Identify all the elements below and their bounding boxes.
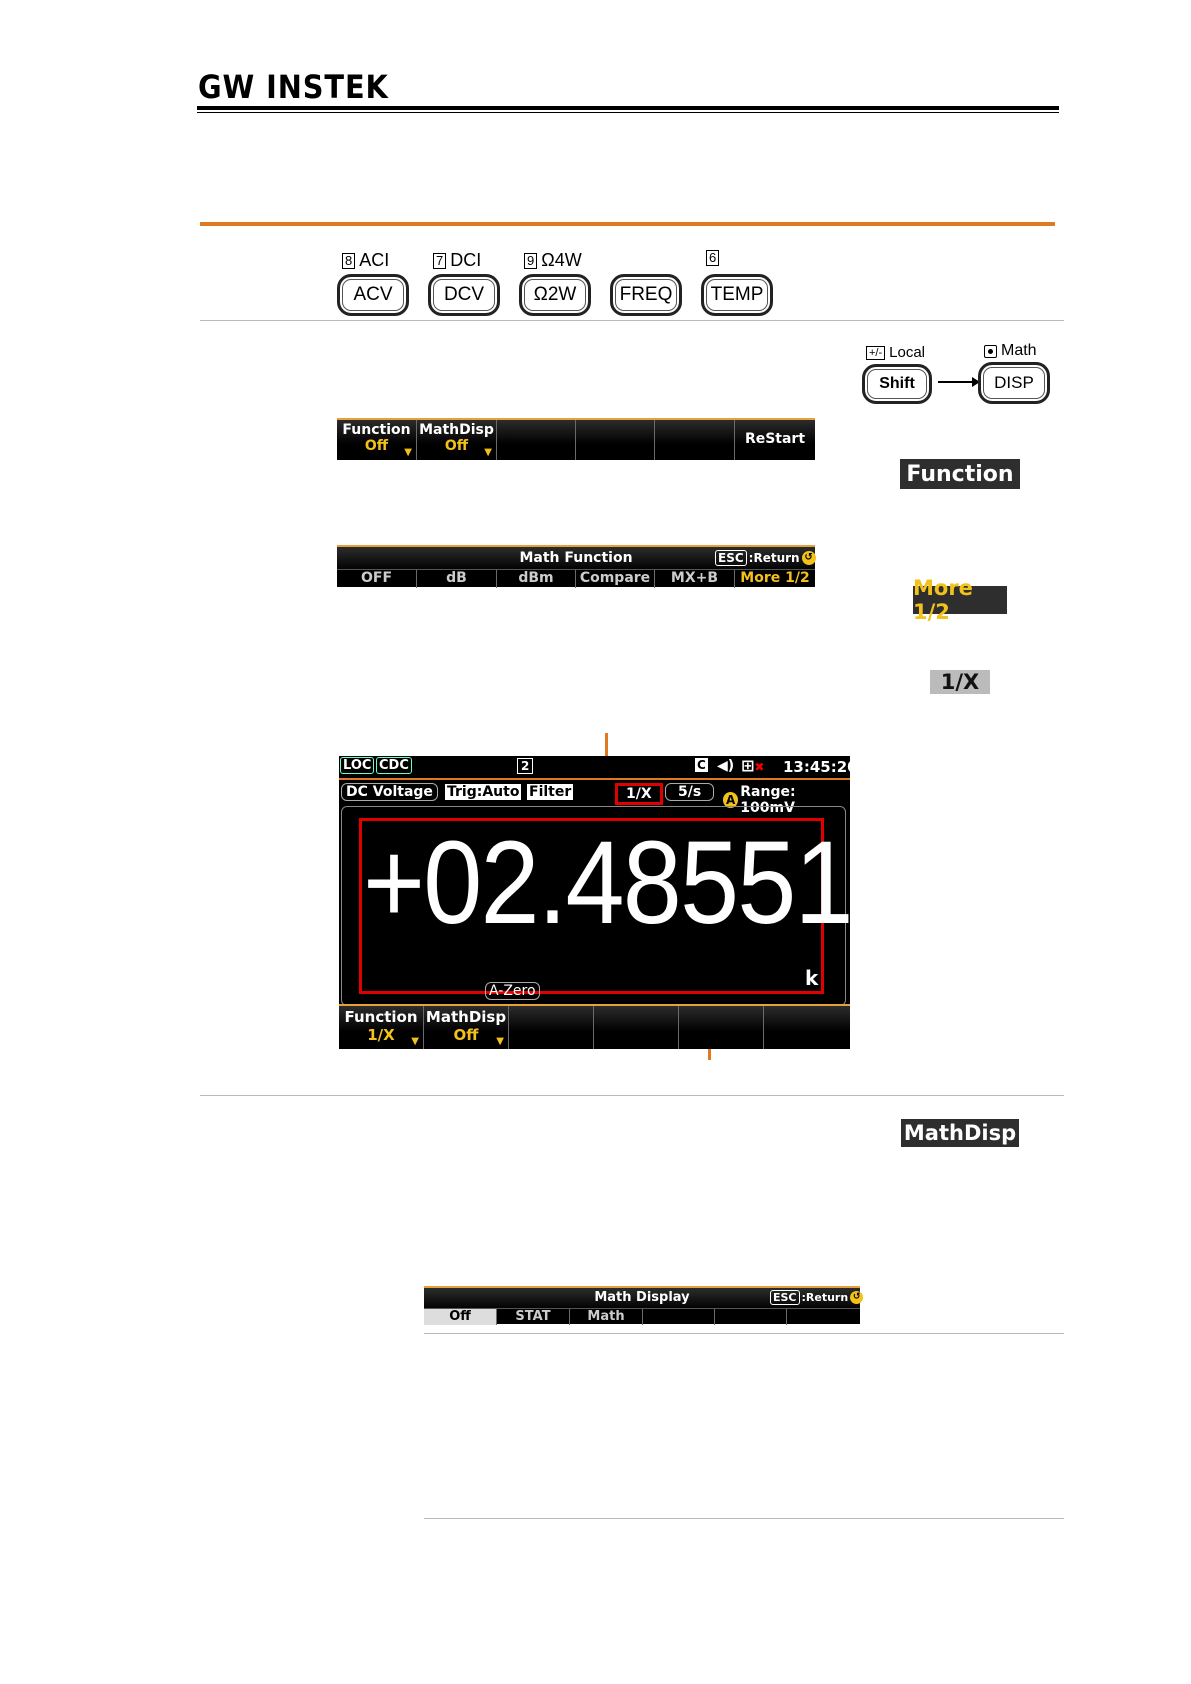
option-math[interactable]: Math — [570, 1309, 643, 1325]
option-empty[interactable] — [715, 1309, 787, 1325]
callout-line — [605, 733, 608, 777]
unit-prefix: k — [805, 966, 819, 990]
header-rule-thin — [197, 112, 1059, 113]
double-chevron-down-icon: ▼ — [484, 447, 492, 458]
option-compare[interactable]: Compare — [576, 570, 655, 588]
softkey-empty[interactable] — [679, 1006, 764, 1049]
network-icon: ⊞✖ — [741, 756, 765, 775]
math-label: Math — [984, 342, 1037, 360]
divider — [424, 1518, 1064, 1519]
trig-indicator: Trig:Auto — [445, 784, 522, 800]
plus-minus-icon: +/- — [866, 345, 886, 360]
softkey-empty[interactable] — [655, 420, 735, 460]
softkey-empty[interactable] — [509, 1006, 594, 1049]
option-stat[interactable]: STAT — [497, 1309, 570, 1325]
header-rule — [197, 106, 1059, 110]
softkey-empty[interactable] — [764, 1006, 850, 1049]
clock-time: 13:45:20 — [783, 758, 858, 776]
math-display-title: Math Display — [594, 1290, 690, 1305]
mode-label: DC Voltage — [341, 783, 438, 801]
circle-dot-icon — [984, 344, 997, 358]
function-softkey-icon: Function — [900, 459, 1020, 489]
filter-indicator: Filter — [527, 784, 574, 800]
softkey-empty[interactable] — [497, 420, 576, 460]
option-db[interactable]: dB — [417, 570, 497, 588]
acv-key[interactable]: ACV — [337, 274, 409, 316]
softkey-empty[interactable] — [594, 1006, 679, 1049]
math-display-bar: Math Display ESC :Return ↺ Off STAT Math — [424, 1286, 864, 1325]
math-options-row: OFF dB dBm Compare MX+B More 1/2 — [337, 569, 815, 588]
option-off[interactable]: Off — [424, 1309, 497, 1325]
more-softkey-icon: More 1/2 — [913, 576, 1007, 624]
c-icon: C — [695, 758, 708, 772]
esc-return: ESC :Return ↺ — [770, 1290, 864, 1305]
option-mxb[interactable]: MX+B — [655, 570, 735, 588]
option-more[interactable]: More 1/2 — [740, 570, 810, 586]
section-rule — [200, 222, 1055, 226]
math-function-title: Math Function — [519, 550, 633, 566]
softkey-mathdisp[interactable]: MathDisp Off ▼ — [417, 420, 497, 460]
status-divider — [339, 778, 850, 780]
return-arrow-icon: ↺ — [850, 1291, 864, 1304]
divider — [424, 1333, 1064, 1334]
auto-range-icon: A — [723, 792, 739, 808]
shift-key[interactable]: Shift — [862, 364, 932, 404]
main-reading: +02.48551 — [363, 817, 854, 949]
softkey-function[interactable]: Function Off ▼ — [337, 420, 417, 460]
key-shift-label-6: 6 — [706, 250, 720, 266]
option-empty[interactable] — [643, 1309, 715, 1325]
meter-display: LOC CDC 2 C ◀) ⊞✖ 13:45:20 DC Voltage Tr… — [339, 756, 858, 1049]
divider — [200, 1095, 1064, 1096]
highlight-box — [359, 818, 824, 994]
dcv-key[interactable]: DCV — [428, 274, 500, 316]
double-chevron-down-icon: ▼ — [404, 447, 412, 458]
divider — [200, 320, 1064, 321]
double-chevron-down-icon: ▼ — [496, 1036, 504, 1047]
math-display-options: Off STAT Math — [424, 1308, 860, 1325]
double-chevron-down-icon: ▼ — [411, 1036, 419, 1047]
screen-softkey-bar: Function 1/X ▼ MathDisp Off ▼ — [339, 1004, 850, 1049]
softkey-mathdisp[interactable]: MathDisp Off ▼ — [424, 1006, 509, 1049]
local-label: +/- Local — [866, 344, 925, 361]
softkey-bar-main: Function Off ▼ MathDisp Off ▼ ReStart — [337, 418, 815, 460]
range-indicator: A Range: 100mV — [723, 784, 850, 816]
ohm-2w-key[interactable]: Ω2W — [519, 274, 591, 316]
cdc-indicator: CDC — [376, 757, 412, 774]
math-function-bar: Math Function ESC :Return ↺ OFF dB dBm C… — [337, 545, 816, 588]
arrow-right-icon — [938, 375, 980, 393]
slot-indicator: 2 — [517, 758, 534, 774]
disp-key[interactable]: DISP — [978, 362, 1050, 404]
option-dbm[interactable]: dBm — [497, 570, 576, 588]
invx-softkey-icon: 1/X — [930, 670, 990, 694]
mathdisp-softkey-icon: MathDisp — [901, 1119, 1019, 1147]
freq-key[interactable]: FREQ — [610, 274, 682, 316]
math-indicator: 1/X — [615, 783, 663, 805]
option-empty[interactable] — [787, 1309, 860, 1325]
rate-indicator: 5/s — [665, 783, 715, 801]
softkey-restart[interactable]: ReStart — [744, 431, 806, 447]
option-off[interactable]: OFF — [337, 570, 417, 588]
speaker-icon: ◀) — [717, 758, 735, 774]
softkey-function[interactable]: Function 1/X ▼ — [339, 1006, 424, 1049]
brand-logo: GW INSTEK — [198, 68, 389, 106]
esc-return: ESC :Return ↺ — [715, 550, 816, 566]
azero-indicator: A-Zero — [485, 982, 540, 1000]
loc-indicator: LOC — [340, 757, 375, 774]
return-arrow-icon: ↺ — [801, 551, 816, 565]
softkey-empty[interactable] — [576, 420, 655, 460]
temp-key[interactable]: TEMP — [701, 274, 773, 316]
